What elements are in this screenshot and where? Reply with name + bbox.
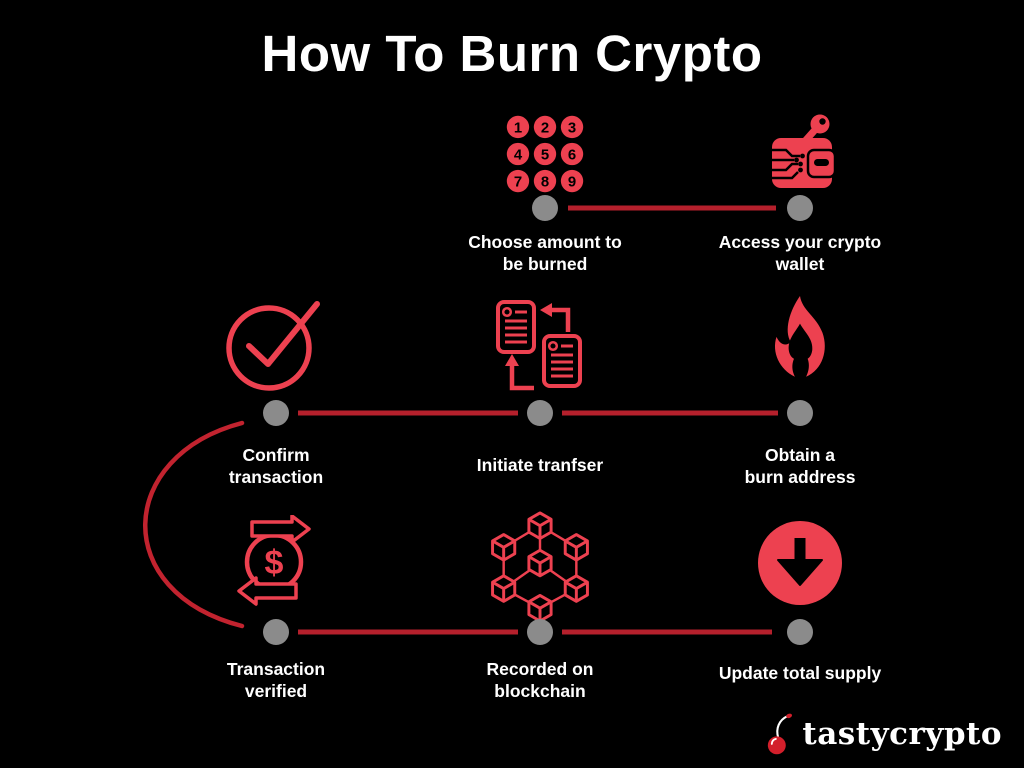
cherry-icon: [768, 713, 793, 755]
connector-dot: [527, 619, 553, 645]
step-label-update-supply: Update total supply: [718, 663, 882, 683]
arrow-left: [237, 576, 298, 606]
connector-dot: [787, 195, 813, 221]
step-label-recorded: Recorded on blockchain: [486, 659, 594, 701]
dollar-sign: $: [265, 544, 284, 582]
dollar-exchange-icon: $: [237, 515, 311, 606]
brand-logo: tastycrypto: [765, 711, 1002, 757]
transfer-arrow-top: [540, 303, 571, 332]
page-title: How To Burn Crypto: [261, 25, 763, 82]
check-circle-icon: [226, 301, 320, 391]
brand-name: tastycrypto: [802, 716, 1002, 752]
check-circle: [226, 305, 312, 391]
step-label-burn-address: Obtain a burn address: [744, 445, 856, 487]
arrow-head: [777, 559, 823, 586]
step-label-choose-amount: Choose amount to be burned: [468, 232, 622, 274]
keypad-digit: 1: [514, 121, 522, 137]
connector-dot: [263, 619, 289, 645]
keypad-digit: 2: [541, 121, 549, 137]
blockchain-cubes: [491, 511, 589, 620]
connector-dot: [787, 619, 813, 645]
connector-dot: [532, 195, 558, 221]
blockchain-icon: [491, 511, 589, 620]
document-one: [496, 300, 536, 354]
connector-dot: [527, 400, 553, 426]
loop-arc: [143, 420, 245, 629]
document-two: [542, 334, 582, 388]
step-label-verified: Transaction verified: [226, 659, 326, 701]
keypad-digit: 5: [541, 148, 549, 164]
documents-transfer-icon: [496, 300, 582, 391]
keypad-digit: 4: [514, 148, 523, 164]
step-label-confirm: Confirm transaction: [228, 445, 324, 487]
wallet-key-icon: [770, 114, 837, 188]
transfer-arrow-bottom: [505, 354, 534, 391]
key-head: [810, 114, 830, 134]
keypad-digit: 6: [568, 148, 576, 164]
flame-inner: [788, 323, 813, 360]
arrow-right: [250, 515, 311, 544]
check-mark: [246, 301, 320, 367]
step-label-access-wallet: Access your crypto wallet: [718, 232, 882, 274]
keypad-icon: 1 2 3 4 5 6 7 8 9: [506, 115, 584, 193]
arrow-down-circle-icon: [758, 521, 842, 605]
connector-dot: [787, 400, 813, 426]
circuit-traces: [770, 148, 800, 180]
keypad-digit: 8: [541, 175, 549, 191]
flame-icon: [774, 296, 825, 377]
keypad-digit: 3: [568, 121, 576, 137]
connector-dot: [263, 400, 289, 426]
step-label-initiate: Initiate tranfser: [476, 455, 604, 475]
wallet-slot: [814, 159, 829, 166]
keypad-digit: 9: [568, 175, 576, 191]
keypad-digit: 7: [514, 175, 522, 191]
